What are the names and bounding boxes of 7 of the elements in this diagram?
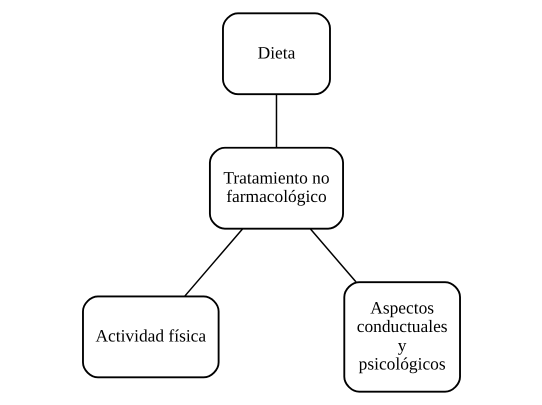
node-box: Tratamiento no farmacológico	[208, 146, 344, 230]
connector	[184, 228, 243, 297]
node-box: Dieta	[222, 12, 330, 96]
connector	[275, 94, 277, 148]
node-box: Aspectos conductuales y psicológicos	[342, 281, 460, 393]
node-box: Actividad física	[82, 296, 220, 378]
connector	[309, 228, 356, 282]
